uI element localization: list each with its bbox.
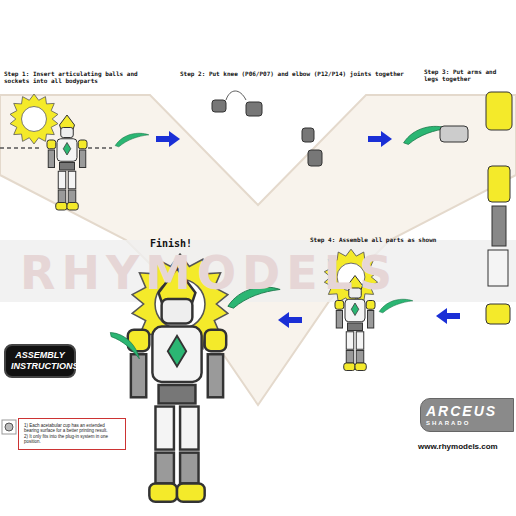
step-heading: Step 2: Put knee (P06/P07) and elbow (P1… xyxy=(180,70,420,77)
website-url: www.rhymodels.com xyxy=(418,442,514,452)
step-heading: Step 3: Put arms and legs together xyxy=(424,68,512,82)
node-heading: ASSEMBLY INSTRUCTIONS xyxy=(11,350,69,372)
finish-heading: Finish! xyxy=(150,238,210,250)
watermark: RHYMODELS xyxy=(20,246,500,301)
note-box: 1) Each acetabular cup has an extended b… xyxy=(18,418,126,450)
node-text: 2) It only fits into the plug-in system … xyxy=(24,434,120,445)
step-heading: Step 4: Assemble all parts as shown xyxy=(310,236,470,243)
node-text: SHARADO xyxy=(426,420,508,427)
title-badge: ASSEMBLY INSTRUCTIONS xyxy=(4,344,76,378)
model-badge: ARCEUSSHARADO xyxy=(420,398,514,432)
node-heading: ARCEUS xyxy=(426,403,508,420)
node-heading: 1) Each acetabular cup has an extended b… xyxy=(24,423,120,434)
step-heading: Step 1: Insert articulating balls and so… xyxy=(4,70,144,84)
